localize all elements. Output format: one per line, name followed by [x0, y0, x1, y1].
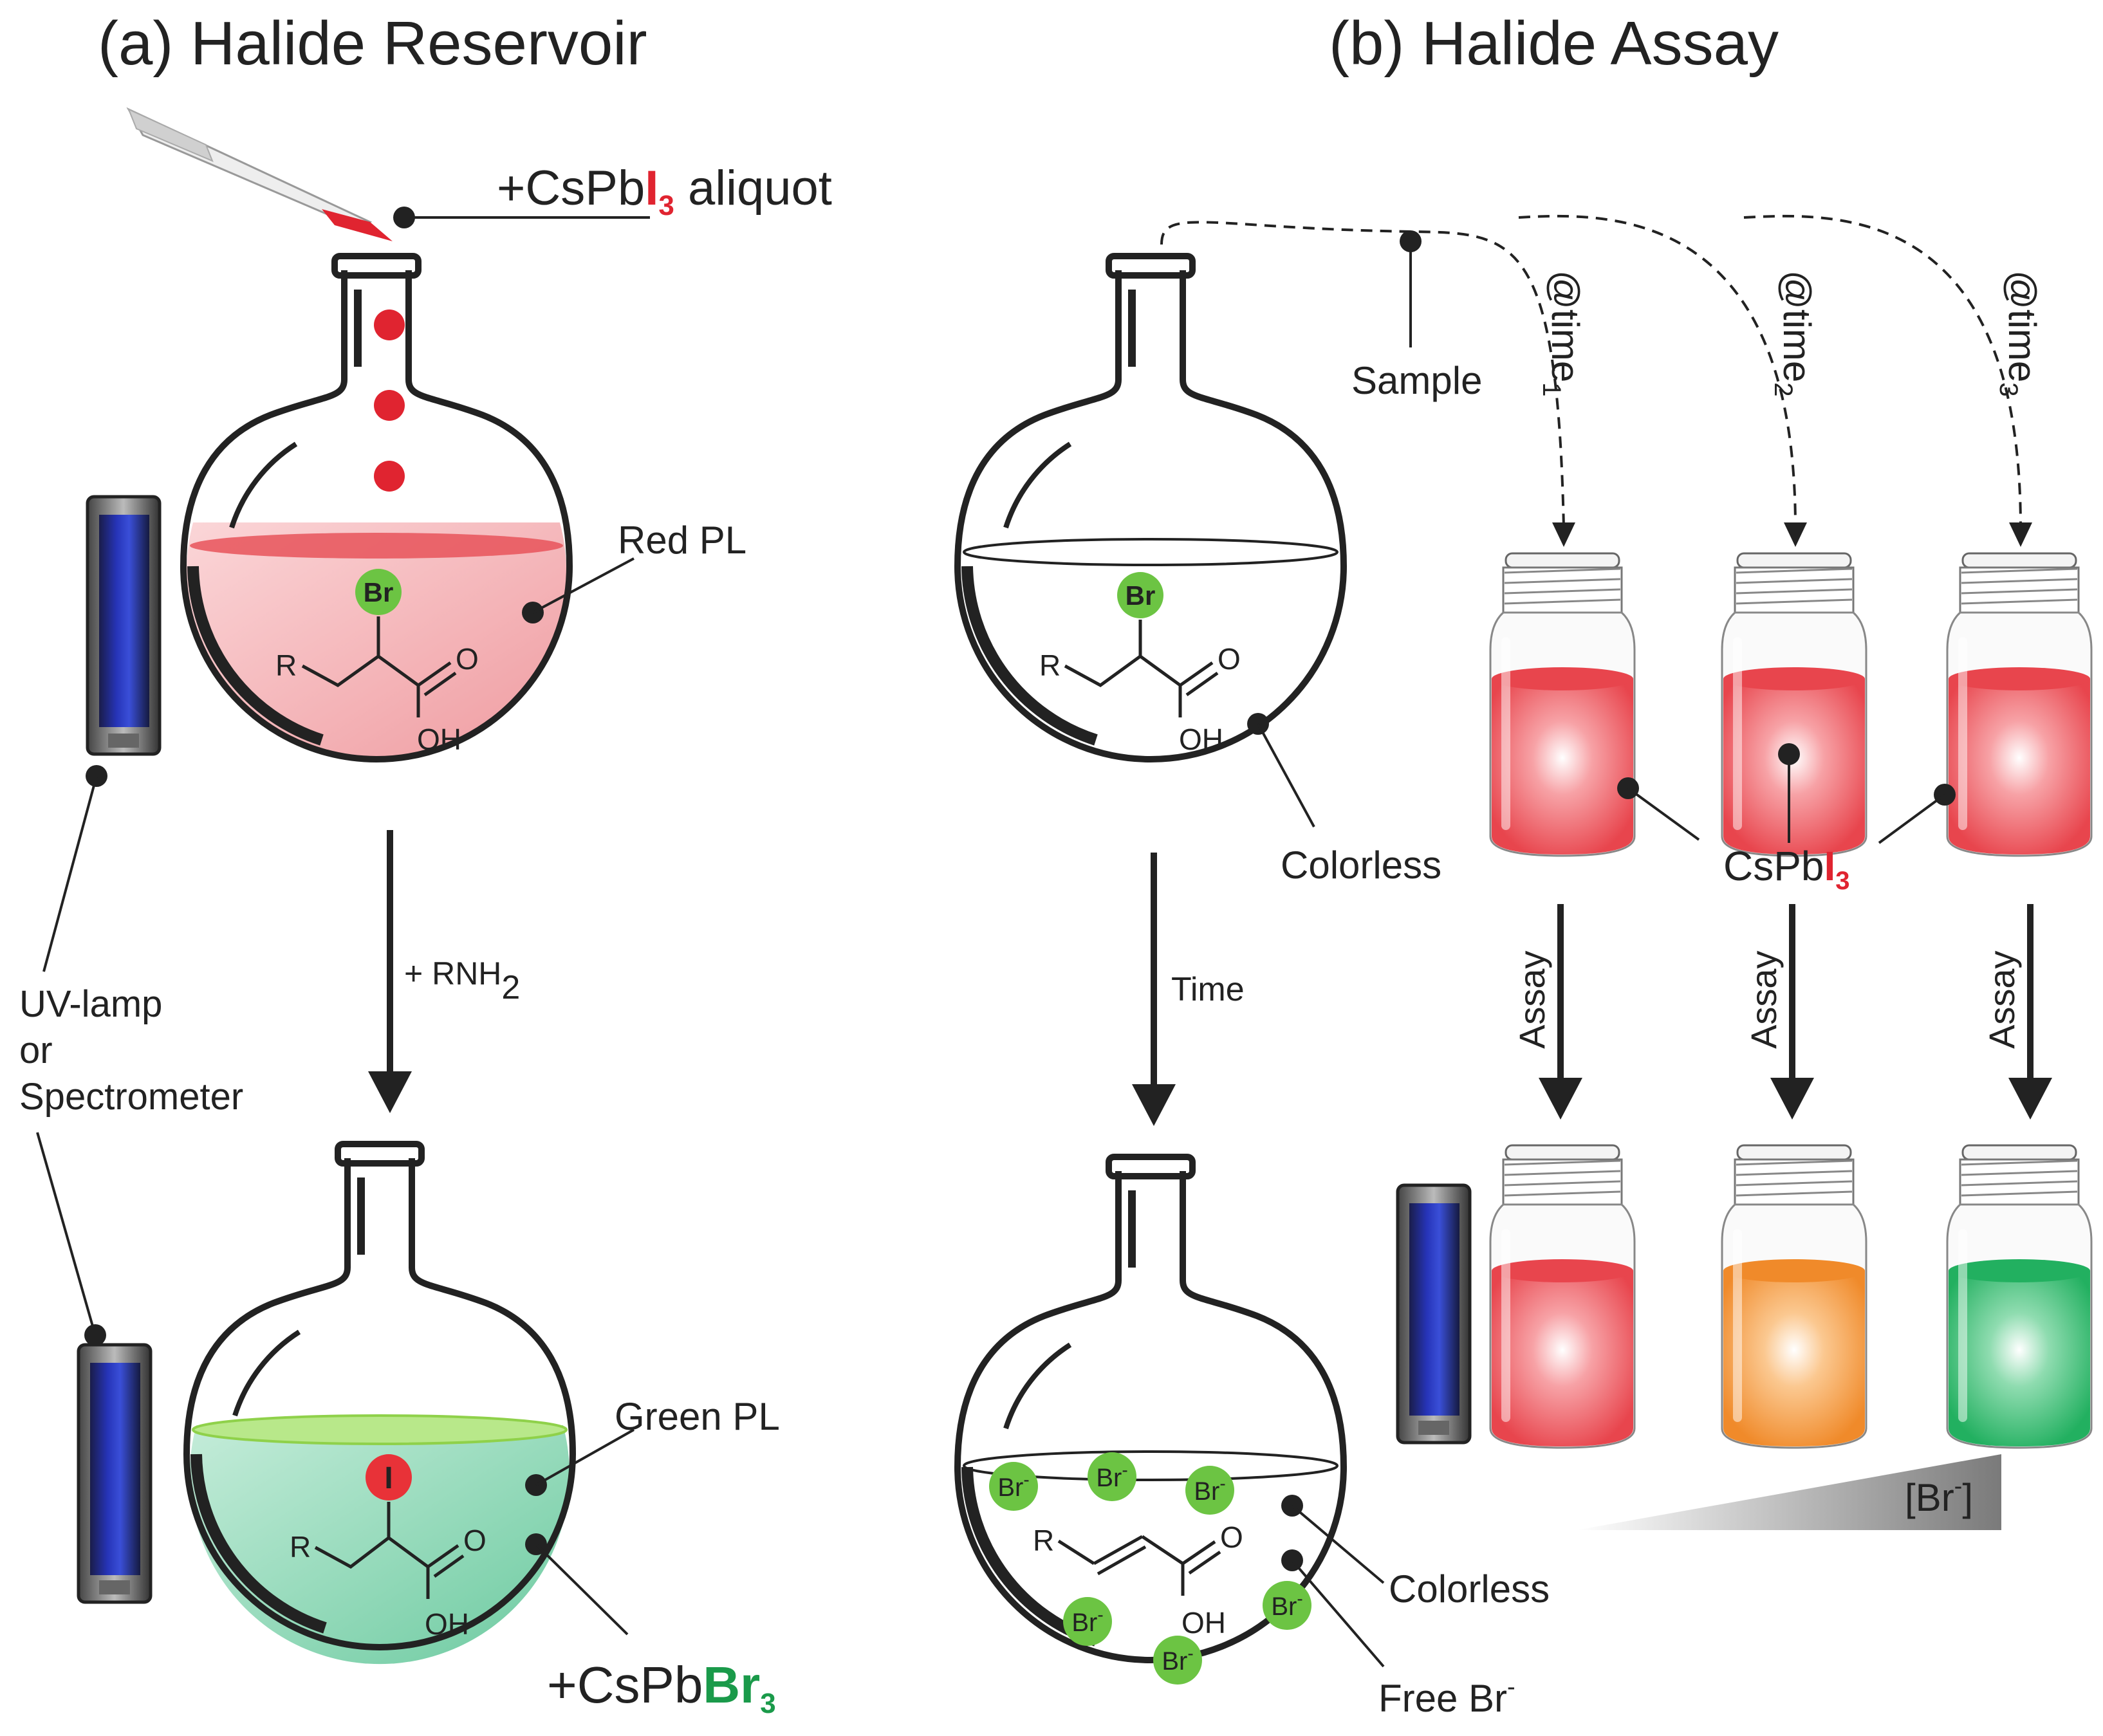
uv-label-line2: or: [19, 1030, 53, 1071]
uv-leader-top: [42, 775, 98, 972]
flask-reservoir-green: [183, 1141, 577, 1665]
br-ion: Br-: [1063, 1597, 1112, 1646]
cspbi3-label: CsPbI3: [1723, 843, 1850, 895]
colorless-leader-line: [1257, 723, 1315, 827]
svg-text:R: R: [1033, 1524, 1054, 1557]
svg-text:Br: Br: [364, 577, 394, 607]
svg-text:Br-: Br-: [1162, 1643, 1193, 1676]
vial-leader-line: [1878, 793, 1946, 844]
time-point-label-3: @time3: [1994, 270, 2044, 397]
svg-text:R: R: [275, 649, 297, 682]
bromo-acid-molecule: Br R O OH: [1039, 572, 1241, 756]
svg-text:I: I: [384, 1461, 393, 1495]
panel-b-title: (b) Halide Assay: [1329, 9, 1779, 78]
svg-text:OH: OH: [1179, 723, 1223, 756]
time-label: Time: [1171, 971, 1245, 1008]
svg-text:Br-: Br-: [1071, 1605, 1103, 1637]
br-concentration-wedge: [1577, 1454, 2001, 1530]
br-atom-badge: [355, 569, 402, 615]
bromo-acid-molecule: Br R O OH: [275, 569, 479, 756]
uv-label-line3: Spectrometer: [19, 1076, 243, 1118]
product-leader-line: [535, 1543, 629, 1636]
red-drop: [374, 461, 405, 492]
assay-label: Assay: [1743, 951, 1784, 1049]
sampling-arrow-head: [2009, 522, 2032, 547]
time-point-label-2: @time2: [1769, 270, 1819, 397]
uv-label-line1: UV-lamp: [19, 983, 162, 1025]
uv-lamp-icon: [77, 1343, 153, 1604]
br-concentration-label: [Br-]: [1905, 1473, 1973, 1519]
time-point-label-1: @time1: [1537, 270, 1587, 397]
vial-assay-green: [1946, 1144, 2093, 1449]
acrylic-acid-molecule: R O OH: [1033, 1520, 1243, 1639]
flask-reservoir-red: [180, 253, 573, 762]
reagent-label: + RNH2: [404, 956, 520, 1006]
svg-text:OH: OH: [1181, 1606, 1226, 1639]
assay-label: Assay: [1981, 951, 2022, 1049]
vial-assay-red: [1489, 1144, 1636, 1449]
free-br-label: Free Br-: [1378, 1674, 1515, 1720]
svg-text:Br: Br: [1126, 580, 1156, 611]
sample-label: Sample: [1351, 359, 1482, 402]
svg-text:OH: OH: [425, 1607, 469, 1641]
colorless-leader-line: [1291, 1504, 1385, 1584]
svg-text:Br-: Br-: [1271, 1589, 1302, 1621]
sampling-arrow-head: [1784, 522, 1807, 547]
sampling-path: [1518, 214, 1797, 528]
time-arrow-head: [1132, 1084, 1176, 1126]
green-pl-leader-line: [535, 1428, 635, 1486]
svg-text:O: O: [1220, 1520, 1243, 1554]
iodo-acid-molecule: I R O OH: [290, 1454, 486, 1641]
svg-text:Br-: Br-: [1194, 1473, 1225, 1506]
assay-label: Assay: [1512, 951, 1552, 1049]
red-pl-leader-line: [532, 557, 635, 614]
svg-text:O: O: [463, 1524, 486, 1557]
red-drop: [374, 390, 405, 421]
vial-leader-line: [1627, 787, 1700, 841]
br-ion: Br-: [1263, 1581, 1311, 1630]
svg-text:Br-: Br-: [997, 1470, 1029, 1502]
svg-text:OH: OH: [417, 723, 461, 756]
assay-arrow: [1539, 904, 1582, 1120]
br-ion: Br-: [1185, 1466, 1234, 1515]
assay-arrow: [2008, 904, 2052, 1120]
svg-text:Br-: Br-: [1096, 1460, 1127, 1492]
br-ion: Br-: [989, 1462, 1038, 1511]
br-atom-badge: [1117, 572, 1163, 618]
aliquot-label: +CsPbI3 aliquot: [497, 161, 832, 221]
sampling-path: [1160, 221, 1565, 528]
svg-text:O: O: [1218, 642, 1241, 676]
vial-cspbi3: [1721, 552, 1867, 857]
free-br-leader-line: [1291, 1559, 1385, 1668]
vial-cspbi3: [1946, 552, 2093, 857]
colorless-label-top: Colorless: [1281, 844, 1441, 887]
br-ion: Br-: [1153, 1636, 1202, 1685]
assay-arrow: [1770, 904, 1814, 1120]
sampling-path: [1743, 214, 2022, 528]
uv-leader-bottom: [36, 1132, 97, 1336]
red-drop: [374, 309, 405, 340]
br-ion: Br-: [1088, 1452, 1136, 1501]
vial-cspbi3: [1489, 552, 1636, 857]
uv-lamp-icon: [1396, 1183, 1472, 1445]
uv-pointer-dot: [84, 1324, 106, 1346]
sampling-arrow-head: [1552, 522, 1575, 547]
svg-text:O: O: [456, 642, 479, 676]
svg-text:R: R: [290, 1530, 311, 1564]
flask-sample-colorless: [954, 253, 1348, 762]
red-pl-label: Red PL: [618, 519, 746, 562]
panel-a-title: (a) Halide Reservoir: [98, 9, 647, 78]
svg-text:R: R: [1039, 649, 1061, 682]
reaction-arrow-head: [368, 1071, 412, 1113]
colorless-label-bottom: Colorless: [1389, 1567, 1550, 1611]
green-pl-label: Green PL: [615, 1395, 780, 1438]
vial-assay-orange: [1721, 1144, 1867, 1449]
product-label: +CsPbBr3: [547, 1656, 776, 1719]
i-atom-badge: [366, 1454, 412, 1501]
pipette-icon: [126, 107, 393, 241]
uv-lamp-icon: [86, 495, 162, 756]
